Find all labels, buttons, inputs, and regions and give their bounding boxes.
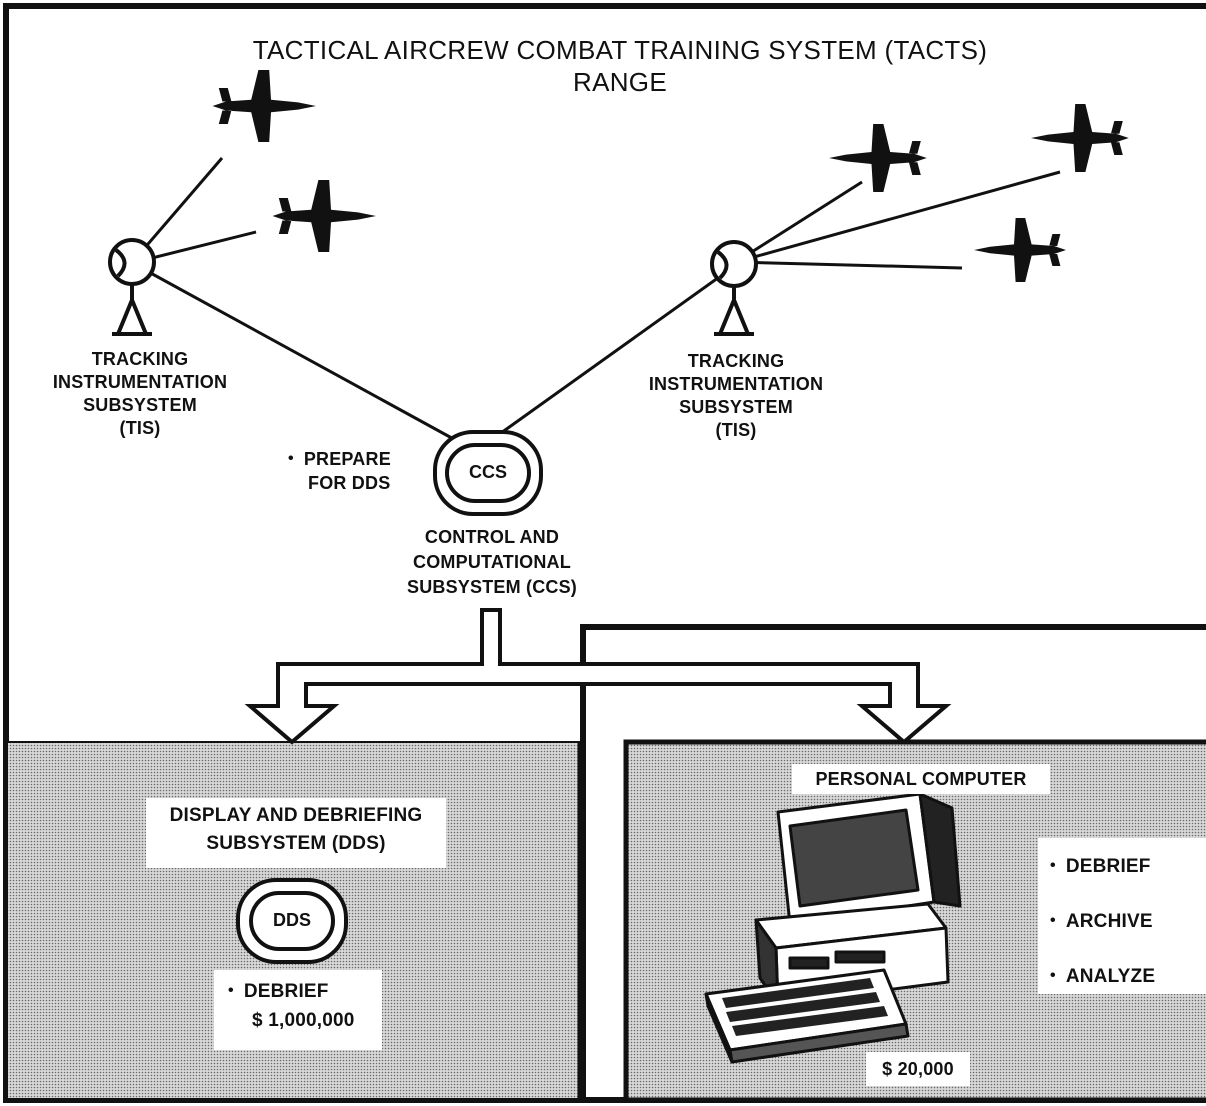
pc-task-box: DEBRIEF ARCHIVE ANALYZE — [1038, 838, 1206, 994]
range-frame — [3, 3, 1206, 1103]
pc-task-item: DEBRIEF — [1038, 840, 1206, 895]
tracking-antenna-icon-right — [710, 240, 758, 336]
dds-cost: $ 1,000,000 — [252, 1010, 355, 1031]
tracking-antenna-icon-left — [108, 238, 156, 336]
tis-left-label: TRACKING INSTRUMENTATION SUBSYSTEM (TIS) — [52, 349, 228, 438]
diagram-title: TACTICAL AIRCREW COMBAT TRAINING SYSTEM … — [252, 35, 988, 97]
computer-icon — [704, 792, 962, 1064]
aircraft-icon-2 — [272, 180, 376, 252]
dds-title: DISPLAY AND DEBRIEFING SUBSYSTEM (DDS) — [146, 798, 446, 868]
arrow-down-icon — [244, 608, 952, 745]
pc-cost: $ 20,000 — [866, 1052, 970, 1086]
ccs-name-label: CONTROL AND COMPUTATIONAL SUBSYSTEM (CCS… — [406, 527, 577, 597]
ccs-node-shape — [433, 430, 543, 516]
aircraft-icon-5 — [974, 218, 1066, 282]
ccs-node-label: CCS — [468, 462, 507, 482]
tis-right-label: TRACKING INSTRUMENTATION SUBSYSTEM (TIS) — [648, 351, 824, 440]
dds-task-box: DEBRIEF $ 1,000,000 — [214, 970, 382, 1050]
tracking-links — [134, 157, 1061, 450]
pc-title: PERSONAL COMPUTER — [792, 764, 1050, 794]
aircraft-icon-3 — [829, 124, 927, 192]
aircraft-icon-4 — [1031, 104, 1129, 172]
dds-node-shape — [236, 878, 348, 964]
dds-node-label: DDS — [272, 910, 311, 930]
ccs-task-label: PREPARE FOR DDS — [288, 448, 428, 495]
pc-task-item: ARCHIVE — [1038, 895, 1206, 950]
pc-task-item: ANALYZE — [1038, 950, 1206, 1005]
